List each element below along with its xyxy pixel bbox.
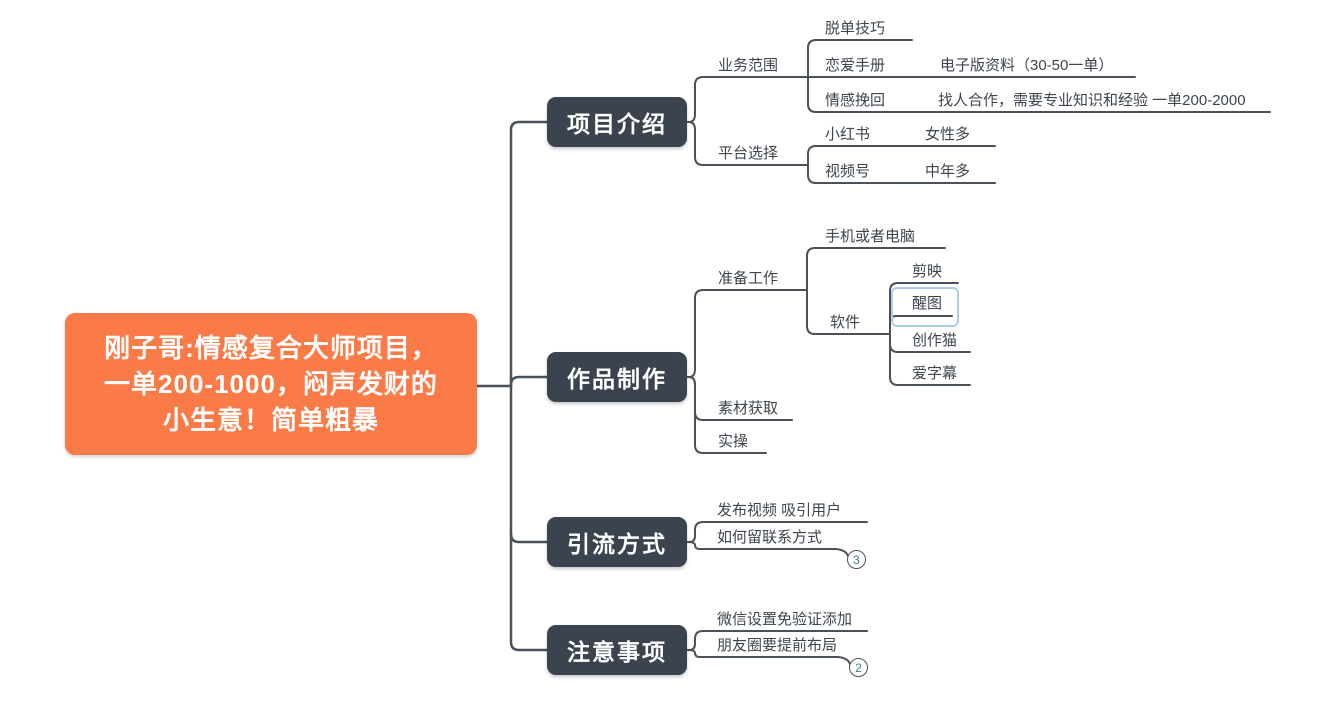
topic-digital-materials[interactable]: 电子版资料（30-50一单） <box>940 57 1114 74</box>
branch-precautions[interactable]: 注意事项 <box>547 625 687 675</box>
topic-cooperation-detail[interactable]: 找人合作，需要专业知识和经验 一单200-2000 <box>938 92 1246 109</box>
connector-phone-row <box>806 247 946 291</box>
topic-more-female[interactable]: 女性多 <box>925 126 971 143</box>
topic-phone-or-computer[interactable]: 手机或者电脑 <box>825 228 916 245</box>
connector-jianying-row <box>889 282 959 335</box>
topic-video-account[interactable]: 视频号 <box>825 163 871 180</box>
connector-root-to-branch-3 <box>509 532 549 544</box>
connector-platform-row <box>686 121 809 166</box>
topic-chuangzuomao[interactable]: 创作猫 <box>912 332 958 349</box>
connector-aizimu-row <box>889 333 971 386</box>
topic-emotion-retrieval[interactable]: 情感挽回 <box>825 92 886 109</box>
topic-software[interactable]: 软件 <box>830 314 861 331</box>
connector-root-to-branch-4 <box>509 384 549 652</box>
connector-root-to-branch-1 <box>509 120 549 388</box>
topic-platform-selection[interactable]: 平台选择 <box>718 145 779 162</box>
connector-root-to-branch-2 <box>509 375 549 387</box>
trunk-connectors <box>475 120 549 652</box>
collapse-badge-leave-contact[interactable]: 3 <box>847 550 866 569</box>
topic-root[interactable]: 刚子哥:情感复合大师项目， 一单200-1000，闷声发财的 小生意！简单粗暴 <box>65 313 477 455</box>
topic-leave-contact[interactable]: 如何留联系方式 <box>717 529 823 546</box>
topic-love-handbook[interactable]: 恋爱手册 <box>825 57 886 74</box>
topic-moments-layout[interactable]: 朋友圈要提前布局 <box>717 637 838 654</box>
topic-xiaohongshu[interactable]: 小红书 <box>825 126 871 143</box>
connector-moments-row <box>686 649 851 665</box>
selection-highlight <box>891 287 959 327</box>
collapse-badge-moments-layout[interactable]: 2 <box>849 658 868 677</box>
connector-software-row <box>806 289 891 335</box>
branch-traffic-methods[interactable]: 引流方式 <box>547 517 687 567</box>
branch-project-intro[interactable]: 项目介绍 <box>547 97 687 147</box>
connector-video-account-row <box>807 164 996 184</box>
connector-practice-row <box>686 376 767 454</box>
connector-preparation-row <box>686 289 808 378</box>
connector-leave-contact-row <box>686 541 849 557</box>
topic-wechat-no-verify[interactable]: 微信设置免验证添加 <box>717 611 853 628</box>
topic-xingtu[interactable]: 醒图 <box>912 295 943 312</box>
topic-business-scope[interactable]: 业务范围 <box>718 57 779 74</box>
topic-material-acquisition[interactable]: 素材获取 <box>718 400 779 417</box>
topic-more-middle-aged[interactable]: 中年多 <box>925 163 971 180</box>
topic-jianying[interactable]: 剪映 <box>912 263 943 280</box>
topic-preparation[interactable]: 准备工作 <box>718 270 779 287</box>
connector-emotion-row <box>807 76 1271 113</box>
topic-publish-video[interactable]: 发布视频 吸引用户 <box>717 502 842 519</box>
connector-xiaohongshu-row <box>807 145 996 166</box>
connector-single-tips-row <box>807 39 913 78</box>
branch-work-production[interactable]: 作品制作 <box>547 352 687 402</box>
topic-aizimu[interactable]: 爱字幕 <box>912 365 958 382</box>
topic-practice[interactable]: 实操 <box>718 433 749 450</box>
branch-connectors <box>686 39 1271 665</box>
topic-single-exit-tips[interactable]: 脱单技巧 <box>825 20 886 37</box>
